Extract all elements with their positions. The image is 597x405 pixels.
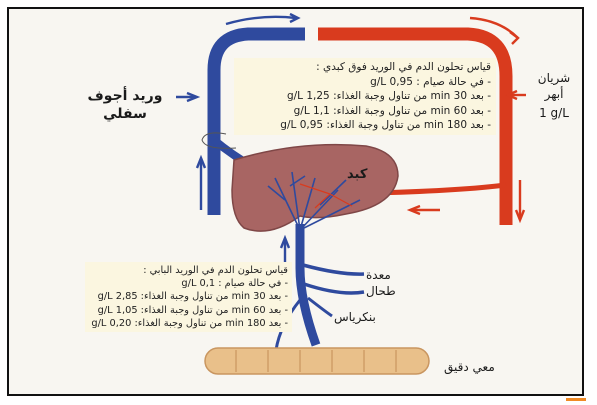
label-hepatic-artery: شريان أبهر 1 g/L — [532, 70, 576, 121]
label-artery-name: شريان أبهر — [532, 70, 576, 102]
hepatic-vein-fasting: - في حالة صيام : 0,95 g/L — [239, 75, 491, 90]
pancreatic-vein — [308, 298, 332, 316]
portal-vein-180min: - بعد 180 min من تناول وجبة الغذاء: 0,20… — [89, 317, 288, 330]
liver-shape — [232, 145, 398, 232]
label-small-intestine: معي دقيق — [444, 360, 495, 374]
label-liver: كبد — [347, 167, 367, 182]
label-spleen: طحال — [366, 284, 396, 298]
hepatic-vein-30min: - بعد 30 min من تناول وجبة الغذاء: 1,25 … — [239, 89, 491, 104]
hepatic-vein-glycemia-box: قياس تحلون الدم في الوريد فوق كبدي : - ف… — [234, 58, 496, 135]
hepatic-vein-60min: - بعد 60 min من تناول وجبة الغذاء: 1,1 g… — [239, 104, 491, 119]
label-inferior-vena-cava: وريد أجوف سفلي — [70, 87, 180, 123]
portal-vein-fasting: - في حالة صيام : 0,1 g/L — [89, 277, 288, 290]
corner-accent-mark — [566, 398, 586, 401]
gastric-vein — [303, 265, 364, 274]
portal-vein-glycemia-box: قياس تحلون الدم في الوريد البابي : - في … — [85, 262, 292, 332]
hepatic-vein-box-title: قياس تحلون الدم في الوريد فوق كبدي : — [239, 60, 491, 75]
portal-vein-30min: - بعد 30 min من تناول وجبة الغذاء: 2,85 … — [89, 290, 288, 303]
blood-flow-arrows — [176, 14, 526, 270]
small-intestine-shape — [205, 348, 429, 374]
hepatic-vein-180min: - بعد 180 min من تناول وجبة الغذاء: 0,95… — [239, 118, 491, 133]
label-stomach: معدة — [366, 268, 391, 282]
portal-vein-box-title: قياس تحلون الدم في الوريد البابي : — [89, 264, 288, 277]
label-artery-glycemia: 1 g/L — [532, 105, 576, 121]
label-pancreas: بنكرياس — [334, 310, 376, 324]
splenic-vein — [304, 284, 364, 293]
portal-vein-60min: - بعد 60 min من تناول وجبة الغذاء: 1,05 … — [89, 304, 288, 317]
